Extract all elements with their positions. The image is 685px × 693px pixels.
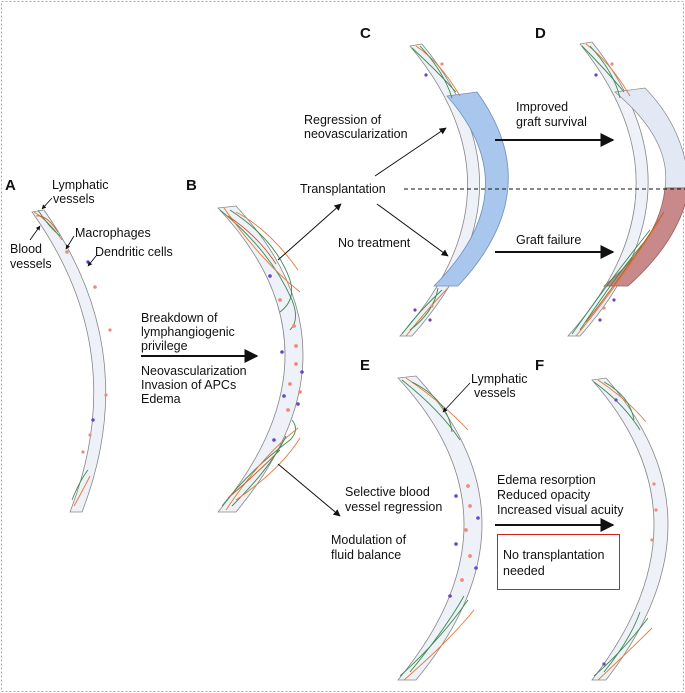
ab-text-line4: Neovascularization: [141, 364, 247, 378]
macrophages-label: Macrophages: [75, 226, 151, 240]
macrophages-pointer: [65, 235, 75, 250]
blood-pointer: [29, 225, 41, 241]
dendritic-pointer: [87, 255, 97, 267]
panel-label-b: B: [186, 177, 197, 194]
ab-text-line3: privilege: [141, 339, 188, 353]
improved-label-line1: Improved: [516, 100, 568, 114]
cornea-c: [399, 43, 509, 337]
cornea-a: [31, 209, 112, 513]
arrow-to-no-treatment: [376, 203, 449, 257]
regression-label-line1: Regression of: [304, 113, 382, 127]
blood-label-line1: Blood: [10, 242, 42, 256]
e-lymphatic-pointer: [442, 382, 471, 413]
regressed-zone: [433, 91, 509, 287]
arrow-to-regression: [374, 127, 447, 177]
blood-label-line2: vessels: [10, 257, 52, 271]
outcome-box-line2: needed: [503, 564, 545, 578]
lymphatic-label-line2: vessels: [53, 192, 95, 206]
be-text-line4: fluid balance: [331, 548, 401, 562]
cornea-e: [397, 375, 483, 681]
panel-label-d: D: [535, 25, 546, 42]
graft-failure-label: Graft failure: [516, 233, 581, 247]
failed-zone: [602, 187, 685, 287]
panel-label-c: C: [360, 25, 371, 42]
ab-text-line6: Edema: [141, 392, 181, 406]
ef-text-line1: Edema resorption: [497, 473, 596, 487]
outcome-box-line1: No transplantation: [503, 548, 605, 562]
ef-text-line3: Increased visual acuity: [497, 503, 624, 517]
panel-label-a: A: [5, 177, 16, 194]
be-text-line1: Selective blood: [345, 485, 430, 499]
regression-label-line2: neovascularization: [304, 127, 408, 141]
ab-text-line5: Invasion of APCs: [141, 378, 236, 392]
arrow-b-to-transplantation: [277, 203, 342, 261]
transplantation-label: Transplantation: [300, 182, 386, 196]
dendritic-label: Dendritic cells: [95, 245, 173, 259]
be-text-line3: Modulation of: [331, 533, 407, 547]
blood-vessel: [37, 209, 61, 237]
e-lymphatic-label-line2: vessels: [474, 386, 516, 400]
no-transplantation-box: [497, 534, 620, 590]
cornea-d: [567, 41, 685, 337]
ab-text-line2: lymphangiogenic: [141, 325, 235, 339]
ef-text-line2: Reduced opacity: [497, 488, 591, 502]
cornea-f: [591, 377, 669, 681]
lymphatic-label-line1: Lymphatic: [52, 178, 109, 192]
e-lymphatic-label-line1: Lymphatic: [471, 372, 528, 386]
lymphatic-vessel: [33, 211, 63, 241]
panel-label-e: E: [360, 357, 370, 374]
improved-label-line2: graft survival: [516, 115, 587, 129]
panel-label-f: F: [535, 357, 544, 374]
lymphatic-pointer: [41, 197, 53, 210]
no-treatment-label: No treatment: [338, 236, 411, 250]
ab-text-line1: Breakdown of: [141, 311, 218, 325]
be-text-line2: vessel regression: [345, 500, 442, 514]
arrow-b-to-e: [277, 463, 341, 517]
cornea-b: [217, 205, 304, 513]
